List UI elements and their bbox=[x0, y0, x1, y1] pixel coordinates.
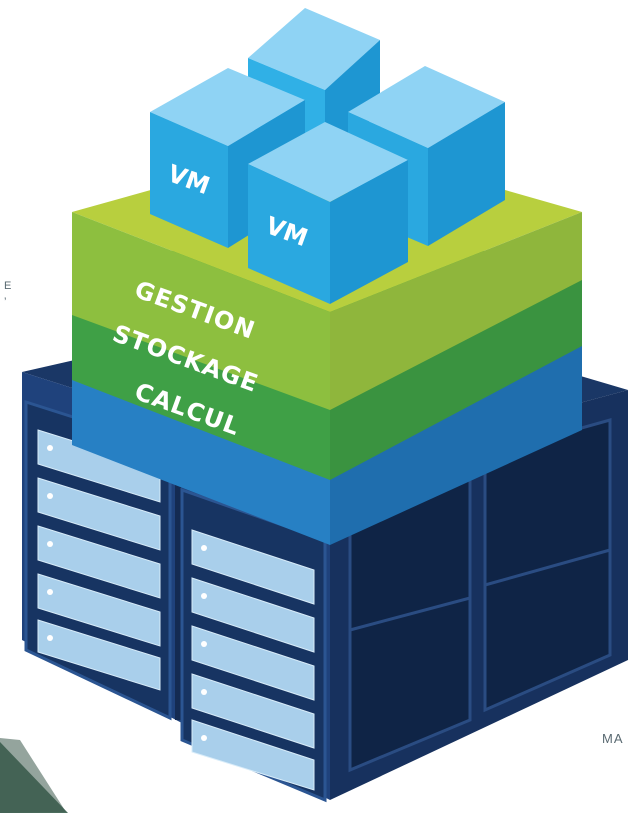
server-rack-center bbox=[180, 487, 327, 803]
vm-cube-front bbox=[248, 122, 408, 304]
left-edge-text-top: E bbox=[4, 280, 13, 292]
drive-bay-group-left bbox=[37, 429, 161, 691]
right-edge-text: MA bbox=[602, 731, 624, 746]
server-rack-left bbox=[24, 399, 172, 721]
drive-bay-group-center bbox=[191, 529, 315, 791]
left-edge-text-bottom: ’ bbox=[4, 296, 8, 308]
